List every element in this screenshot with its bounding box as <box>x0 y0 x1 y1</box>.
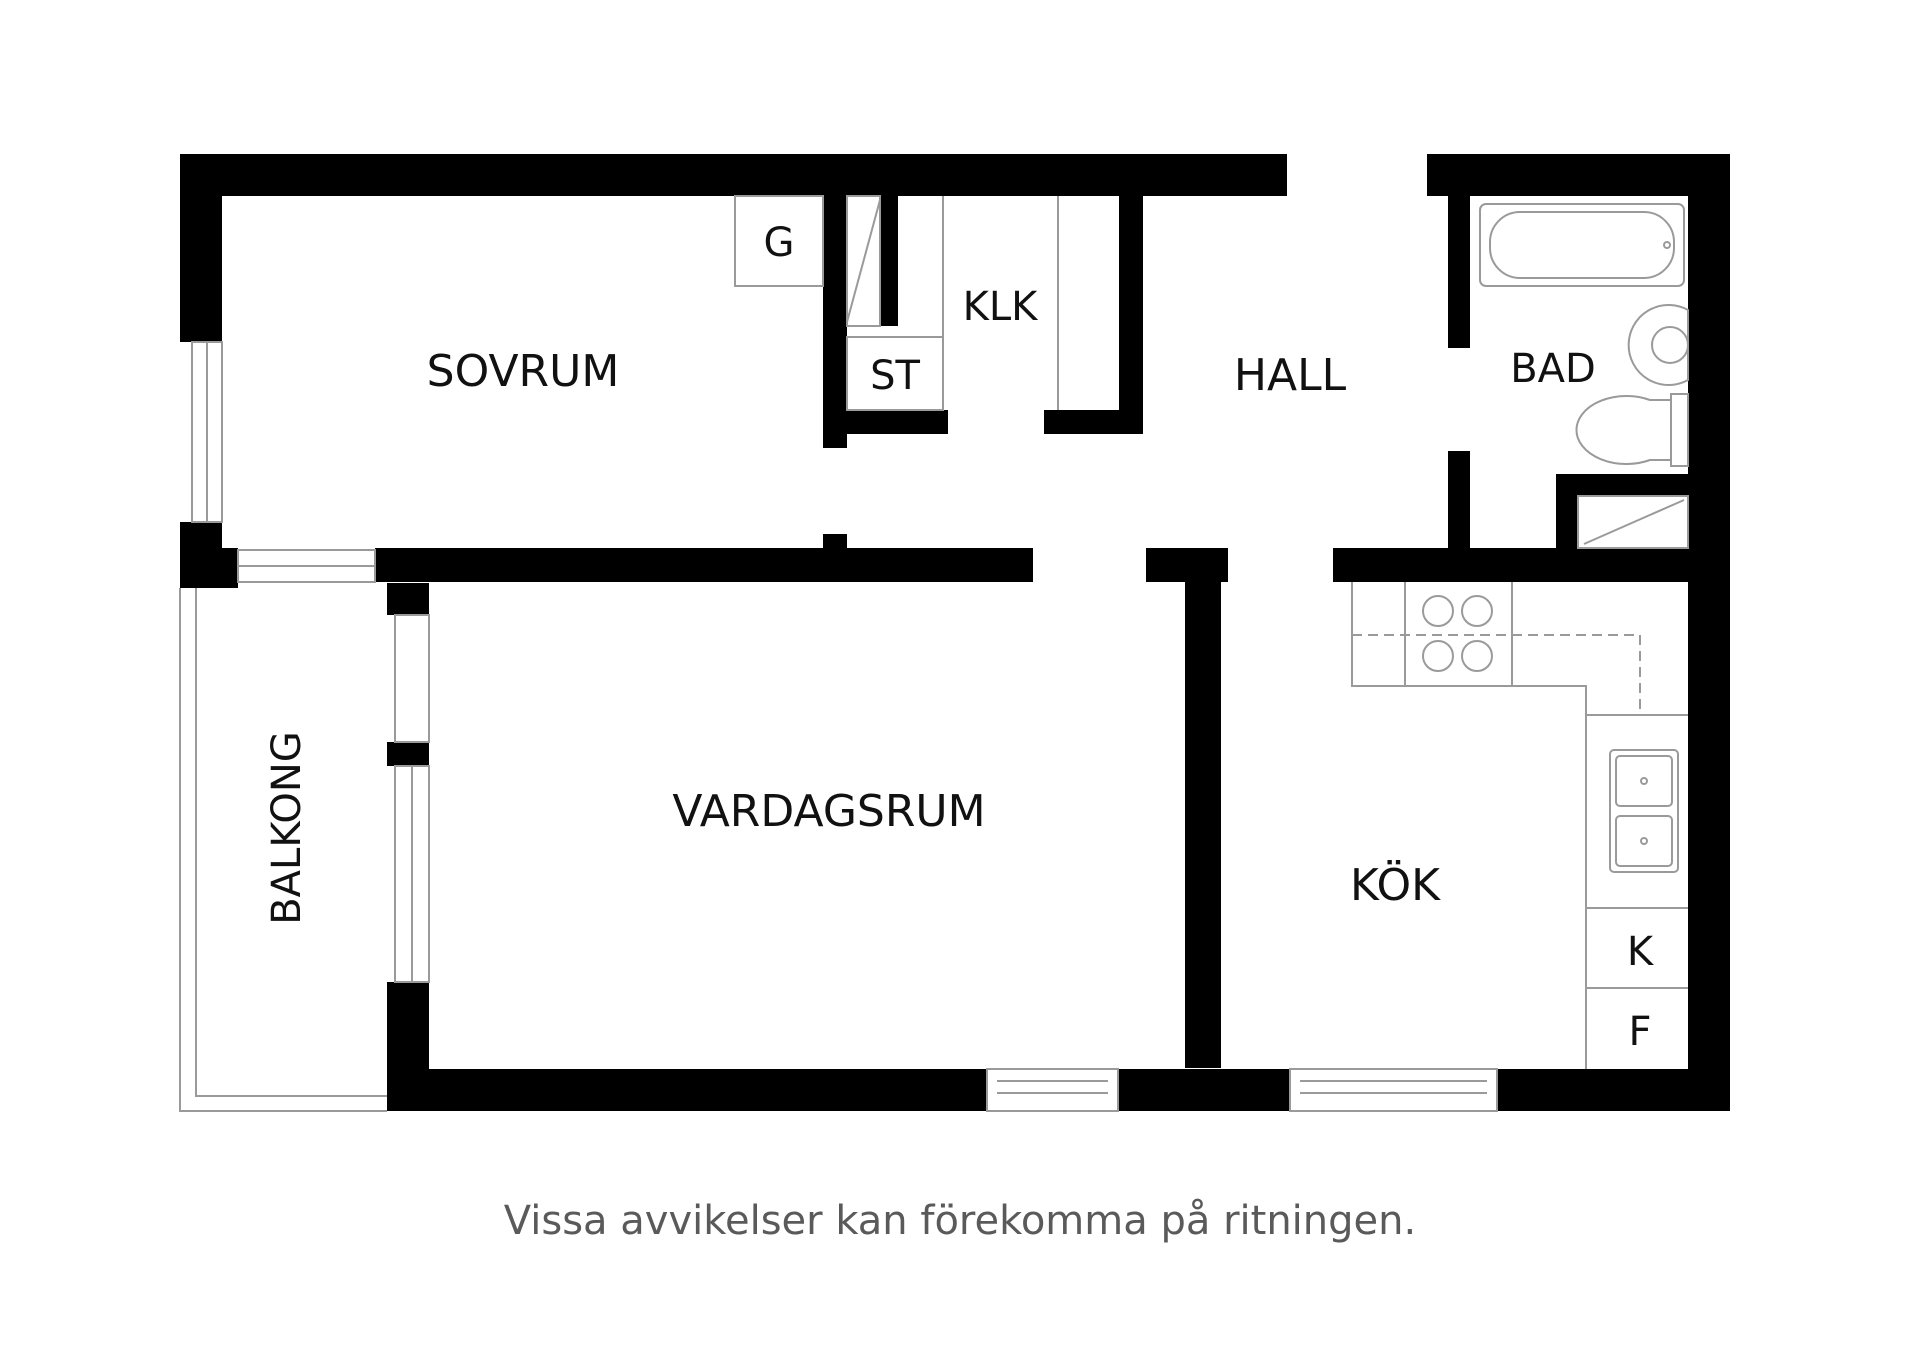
room-labels: SOVRUM G ST KLK HALL BAD VARDAGSRUM KÖK … <box>264 220 1655 1055</box>
label-st: ST <box>870 353 920 399</box>
label-vardagsrum: VARDAGSRUM <box>672 786 985 837</box>
label-k: K <box>1627 929 1655 975</box>
disclaimer-caption: Vissa avvikelser kan förekomma på ritnin… <box>503 1198 1417 1244</box>
label-kok: KÖK <box>1350 859 1441 911</box>
inner-walls <box>180 196 1730 1068</box>
balcony-outline <box>179 588 387 1112</box>
label-balkong: BALKONG <box>264 731 310 925</box>
label-hall: HALL <box>1234 350 1347 401</box>
label-klk: KLK <box>963 284 1040 330</box>
label-f: F <box>1628 1009 1651 1055</box>
outer-walls <box>180 154 1730 1111</box>
windows <box>191 341 1498 1112</box>
label-sovrum: SOVRUM <box>427 346 620 397</box>
label-g: G <box>764 220 795 266</box>
label-bad: BAD <box>1510 346 1596 392</box>
fixtures <box>734 195 1689 1069</box>
